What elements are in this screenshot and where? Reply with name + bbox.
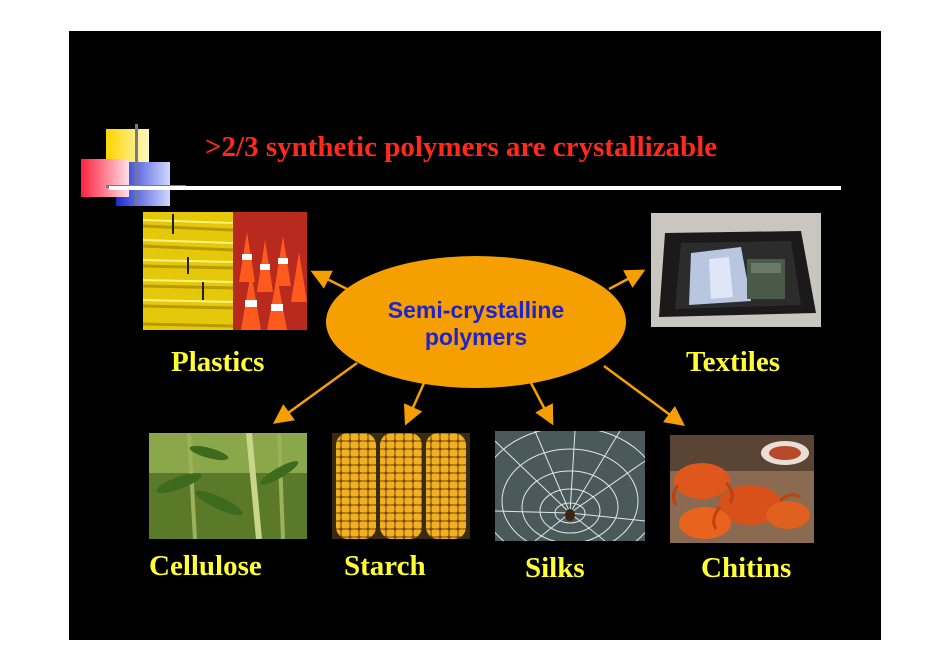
slide-title: >2/3 synthetic polymers are crystallizab… [205,131,718,163]
label-textiles: Textiles [686,346,780,378]
decorative-squares [81,124,186,206]
arrow-textiles [608,269,646,291]
plastics-image [143,212,307,330]
starch-image [332,433,470,539]
silks-image [495,431,645,541]
arrow-chitins [603,364,686,426]
textiles-image [651,213,821,327]
hub-ellipse [326,256,626,388]
label-silks: Silks [525,552,585,584]
arrow-plastics [310,270,348,291]
label-starch: Starch [344,550,426,582]
title-divider [109,186,841,190]
arrow-starch [403,382,426,426]
hub-line-2: polymers [424,324,528,350]
chitins-image [670,435,814,543]
label-cellulose: Cellulose [149,550,262,582]
label-plastics: Plastics [171,346,265,378]
label-chitins: Chitins [701,552,792,584]
arrow-cellulose [272,361,358,424]
arrow-silks [529,382,554,426]
hub-label: Semi-crystalline polymers [326,297,626,351]
slide: >2/3 synthetic polymers are crystallizab… [69,31,881,640]
cellulose-image [149,433,307,539]
hub-line-1: Semi-crystalline [387,297,565,323]
arrows [272,269,686,426]
